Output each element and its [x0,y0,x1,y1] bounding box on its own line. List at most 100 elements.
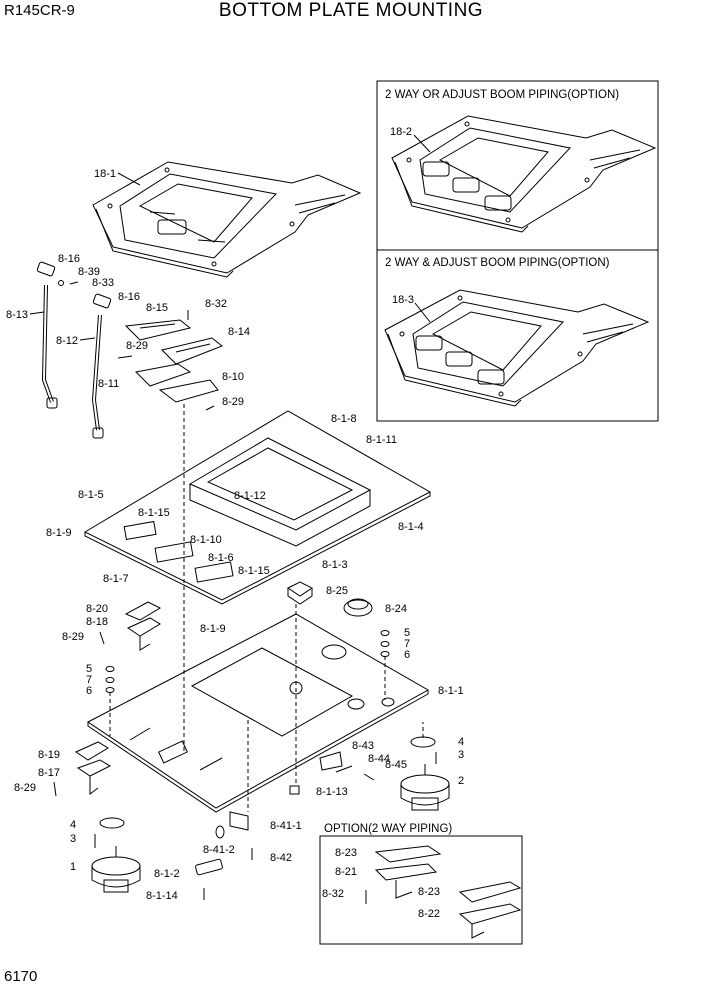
grommet-8-24 [343,598,373,617]
callout-8-1-9-b: 8-1-9 [200,623,226,635]
cover-plate-18-3 [384,289,650,407]
bolt-8-29-d [53,781,57,797]
callout-18-2: 18-2 [390,126,412,138]
pipe-8-12 [91,293,112,439]
callout-8-41-2: 8-41-2 [203,844,235,856]
bracket-8-10 [158,379,219,403]
callout-8-32-a: 8-32 [205,298,227,310]
callout-8-21: 8-21 [335,866,357,878]
bolt-8-45 [363,773,375,781]
bolt-8-29-c [99,631,105,645]
bottom-plate-8-1-1 [87,613,430,813]
callout-8-10: 8-10 [222,371,244,383]
bracket-8-14 [161,337,223,365]
option-box-3-frame [319,835,523,945]
option-box-3-title: OPTION(2 WAY PIPING) [324,823,452,835]
callout-8-1-3: 8-1-3 [322,559,348,571]
bracket-8-11 [134,363,192,387]
rubber-mount-1 [91,846,141,893]
callout-6-a: 6 [404,649,410,661]
callout-8-1-2: 8-1-2 [154,868,180,880]
page-number: 6170 [4,968,38,985]
callout-8-44: 8-44 [368,753,390,765]
cover-plate-18-2 [391,115,657,233]
callout-8-29-c: 8-29 [62,631,84,643]
callout-8-43: 8-43 [352,740,374,752]
callout-8-1-1: 8-1-1 [438,685,464,697]
bracket-8-23-a [374,845,442,863]
callout-8-1-7: 8-1-7 [103,573,129,585]
callout-8-1-8: 8-1-8 [331,413,357,425]
callout-3-a: 3 [458,749,464,761]
cover-8-1-2 [195,858,223,876]
callout-3-b: 3 [70,833,76,845]
callout-8-39: 8-39 [78,266,100,278]
washer-5-a [380,630,390,636]
washer-6-a [380,651,390,657]
callout-5-b: 5 [86,663,92,675]
callout-2: 2 [458,775,464,787]
option-box-2-title: 2 WAY & ADJUST BOOM PIPING(OPTION) [385,257,610,269]
callout-8-32-b: 8-32 [322,888,344,900]
callout-4-a: 4 [458,736,464,748]
plate-4-b [99,817,125,829]
plate-4-a [410,736,436,748]
callout-8-14: 8-14 [228,326,250,338]
callout-8-1-6: 8-1-6 [208,552,234,564]
callout-8-29-a: 8-29 [126,340,148,352]
callout-8-13: 8-13 [6,309,28,321]
callout-8-1-5: 8-1-5 [78,489,104,501]
bracket-8-21-leg [395,880,413,899]
option-box-lower: OPTION(2 WAY PIPING) 8-23 8-21 8-32 8-23… [319,823,523,945]
callout-8-22: 8-22 [418,908,440,920]
callout-18-1: 18-1 [94,168,116,180]
callout-8-24: 8-24 [385,603,407,615]
bracket-8-23-b [458,881,522,903]
washer-7-a [380,641,390,647]
frame-8-1 [83,410,432,605]
washer-7-b [105,677,115,683]
bolt-8-29-b [205,405,215,411]
callout-8-42: 8-42 [270,852,292,864]
callout-8-25: 8-25 [326,585,348,597]
callout-7-b: 7 [86,674,92,686]
option-box-upper: 2 WAY OR ADJUST BOOM PIPING(OPTION) 2 WA… [376,80,659,422]
leader-18-2 [413,134,431,153]
callout-8-1-11: 8-1-11 [366,434,397,446]
leader-18-3 [414,302,431,323]
callout-8-20: 8-20 [86,603,108,615]
callout-8-1-4: 8-1-4 [398,521,424,533]
callout-7-a: 7 [404,638,410,650]
callout-18-3: 18-3 [392,294,414,306]
grommet-8-25 [287,581,313,605]
washer-8-39 [58,280,64,286]
callout-1: 1 [70,861,76,873]
bolt-8-29-a [117,355,133,359]
callout-6-b: 6 [86,685,92,697]
callout-8-45: 8-45 [385,759,407,771]
cap-8-41-2 [215,825,225,839]
callout-8-16-b: 8-16 [118,291,140,303]
callout-8-1-10: 8-1-10 [190,534,222,546]
option-box-1-frame [376,80,659,251]
callout-8-16-a: 8-16 [58,253,80,265]
callout-5-a: 5 [404,627,410,639]
option-box-1-title: 2 WAY OR ADJUST BOOM PIPING(OPTION) [385,89,619,101]
bracket-8-20 [124,601,162,621]
bracket-8-19 [74,741,109,761]
callout-8-33: 8-33 [92,277,114,289]
callout-8-1-13: 8-1-13 [316,786,348,798]
callout-8-23-b: 8-23 [418,886,440,898]
callout-8-18: 8-18 [86,616,108,628]
callout-8-1-15-b: 8-1-15 [238,565,270,577]
bracket-8-17 [76,759,112,795]
rubber-mount-2 [400,764,450,811]
callout-8-17: 8-17 [38,767,60,779]
bracket-8-18 [126,617,161,651]
callout-8-11: 8-11 [98,378,119,390]
clip-8-44 [335,765,353,773]
callout-8-15: 8-15 [146,302,168,314]
callout-8-1-12: 8-1-12 [234,490,266,502]
callout-8-29-d: 8-29 [14,782,36,794]
